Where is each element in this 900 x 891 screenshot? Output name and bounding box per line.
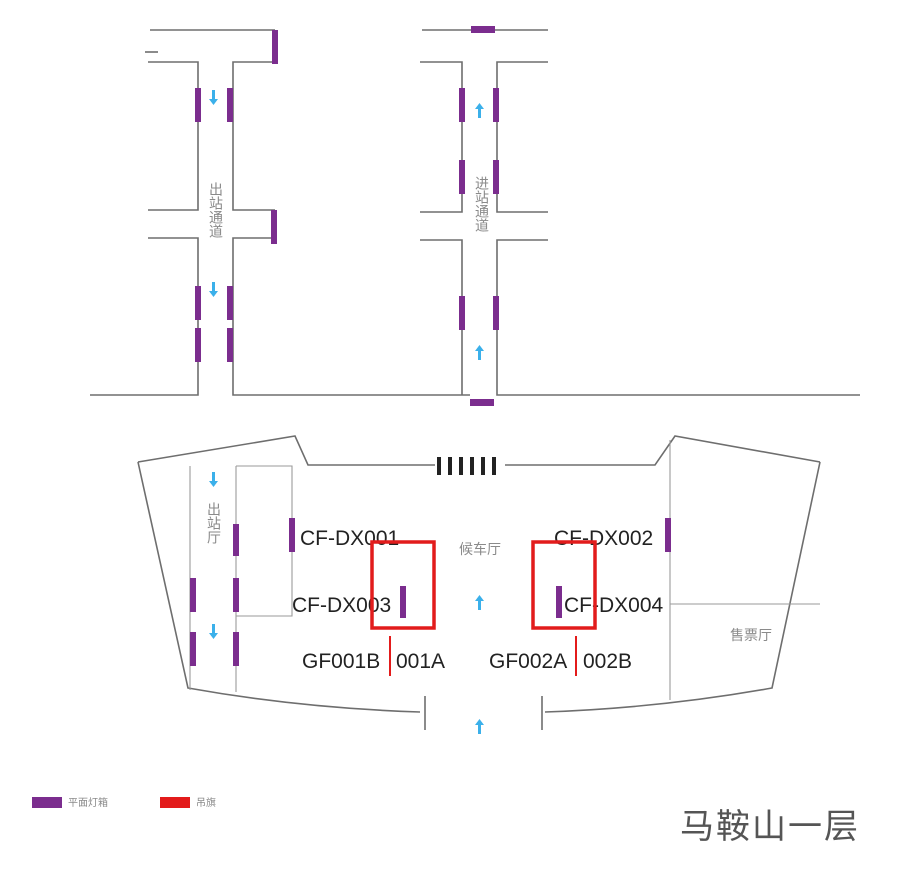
label-cf-dx003: CF-DX003	[292, 594, 391, 617]
label-gf002a: GF002A	[489, 650, 567, 673]
arrow-down-icon	[209, 472, 218, 487]
lightbox-cf-dx001	[289, 518, 295, 552]
lightbox-marker	[272, 30, 278, 64]
lightbox-cf-dx004	[556, 586, 562, 618]
lightbox-marker	[233, 524, 239, 556]
lightbox-marker	[271, 210, 277, 244]
lightbox-marker	[227, 88, 233, 122]
lightbox-marker	[233, 632, 239, 666]
arrow-up-icon	[475, 103, 484, 118]
upper-arrows	[209, 90, 484, 360]
lightbox-marker	[459, 296, 465, 330]
lightbox-marker	[459, 88, 465, 122]
lightbox-marker	[227, 286, 233, 320]
lightbox-marker	[190, 632, 196, 666]
legend-lightbox-swatch	[32, 797, 62, 808]
label-cf-dx004: CF-DX004	[564, 594, 664, 617]
lightbox-marker	[195, 88, 201, 122]
lightbox-cf-dx003	[400, 586, 406, 618]
legend-lightbox-label: 平面灯箱	[68, 796, 108, 809]
ticket-hall-label: 售票厅	[730, 628, 772, 644]
arrow-down-icon	[209, 90, 218, 105]
hall-arrows	[209, 472, 484, 734]
arrow-up-icon	[475, 345, 484, 360]
arrow-down-icon	[209, 282, 218, 297]
label-cf-dx001: CF-DX001	[300, 527, 399, 550]
hall-walls	[137, 435, 821, 730]
lightbox-marker	[493, 296, 499, 330]
waiting-hall-label: 候车厅	[459, 541, 501, 558]
arrow-down-icon	[209, 624, 218, 639]
highlight-box-left	[370, 540, 436, 630]
lightbox-marker	[190, 578, 196, 612]
lightbox-marker	[195, 286, 201, 320]
lightbox-cf-dx002	[665, 518, 671, 552]
legend: 平面灯箱 吊旗	[32, 796, 216, 809]
label-gf001a: 001A	[396, 650, 445, 673]
exit-passage-label: 出站通道	[207, 182, 223, 239]
lightbox-marker	[470, 399, 494, 406]
lightbox-marker	[459, 160, 465, 194]
floor-title: 马鞍山一层	[680, 807, 860, 847]
highlight-box-right	[531, 540, 597, 630]
lightbox-marker	[493, 88, 499, 122]
entry-passage-label: 进站通道	[473, 176, 489, 233]
lightbox-marker	[233, 578, 239, 612]
exit-hall-label: 出站厅	[205, 502, 221, 544]
lightbox-marker	[227, 328, 233, 362]
lightbox-marker	[471, 26, 495, 33]
label-gf002b: 002B	[583, 650, 632, 673]
lightbox-marker	[195, 328, 201, 362]
upper-lightboxes	[195, 26, 499, 406]
legend-hanger-swatch	[160, 797, 190, 808]
gate-bars	[437, 457, 496, 475]
arrow-up-icon	[475, 595, 484, 610]
label-cf-dx002: CF-DX002	[554, 527, 653, 550]
label-gf001b: GF001B	[302, 650, 380, 673]
lightbox-marker	[493, 160, 499, 194]
legend-hanger-label: 吊旗	[196, 796, 216, 809]
arrow-up-icon	[475, 719, 484, 734]
hall-lightboxes	[190, 518, 671, 666]
